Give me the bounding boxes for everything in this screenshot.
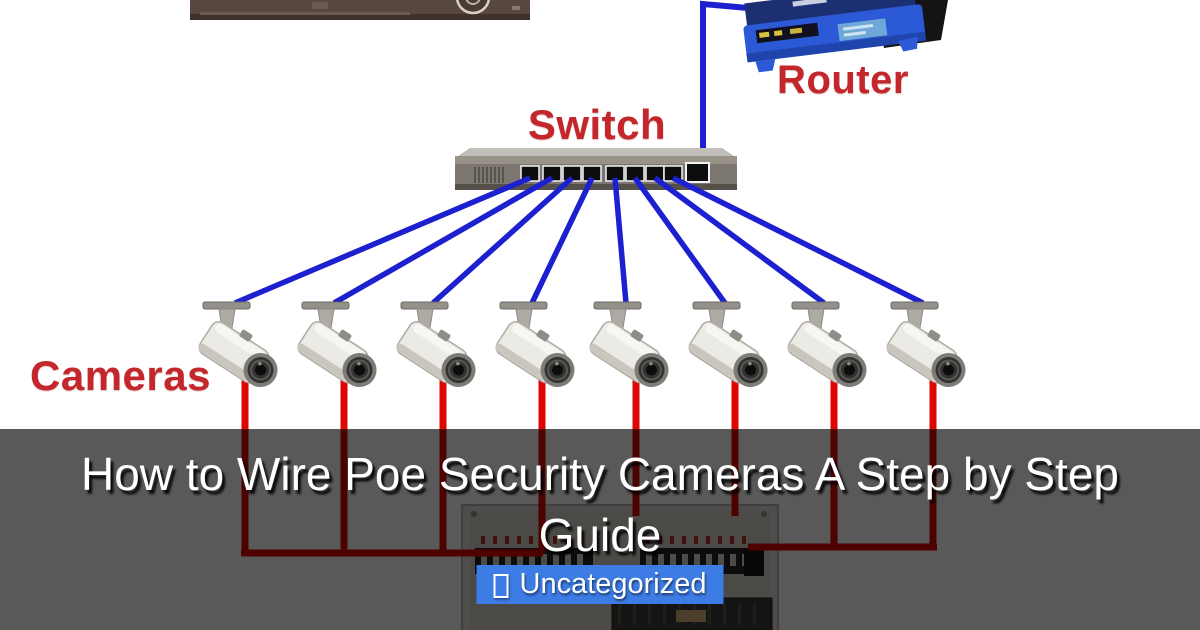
post-title: How to Wire Poe Security Cameras A Step … — [80, 448, 1119, 561]
uplink-cable — [700, 0, 749, 172]
network-cable — [612, 177, 629, 304]
bullet-camera-icon — [396, 301, 476, 388]
switch-ports — [520, 162, 710, 183]
network-cable — [671, 175, 925, 306]
network-cable — [332, 175, 554, 306]
cameras-group — [198, 301, 966, 388]
bullet-camera-icon — [495, 301, 575, 388]
switch-label: Switch — [527, 101, 667, 148]
uplink-port — [685, 162, 710, 183]
network-cables — [233, 175, 925, 306]
cameras-label: Cameras — [30, 352, 211, 399]
network-cable — [529, 176, 595, 305]
network-cable — [431, 175, 574, 306]
category-badge: Uncategorized — [476, 565, 724, 604]
network-cable — [653, 175, 826, 306]
bullet-camera-icon — [688, 301, 768, 388]
missing-glyph-icon — [493, 573, 509, 598]
bullet-camera-icon — [297, 301, 377, 388]
network-cable — [233, 175, 532, 306]
dvr-device — [190, 0, 530, 20]
bullet-camera-icon — [886, 301, 966, 388]
bullet-camera-icon — [589, 301, 669, 388]
router-label: Router — [777, 58, 909, 102]
switch-device — [455, 148, 737, 190]
router-device — [743, 0, 948, 73]
network-cable — [632, 176, 728, 305]
title-overlay: How to Wire Poe Security Cameras A Step … — [0, 429, 1200, 630]
category-label: Uncategorized — [519, 568, 707, 600]
bullet-camera-icon — [198, 301, 278, 388]
bullet-camera-icon — [787, 301, 867, 388]
